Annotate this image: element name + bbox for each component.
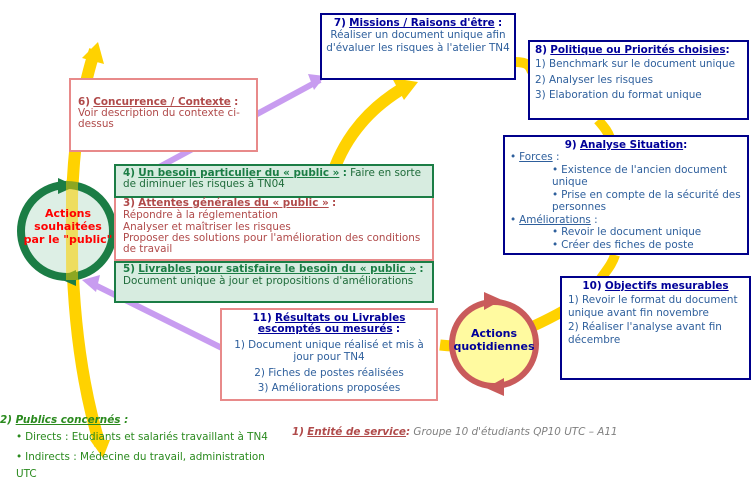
- box-3-item: Proposer des solutions pour l'améliorati…: [123, 232, 421, 255]
- box-8-item: 1) Benchmark sur le document unique: [535, 58, 735, 71]
- box-9-amelioration: Revoir le document unique: [552, 226, 742, 238]
- box-7-missions: 7) Missions / Raisons d'être : Réaliser …: [320, 13, 516, 80]
- box-4-text: Faire en sorte de diminuer les risques à…: [123, 167, 421, 191]
- box-2-item: Indirects : Médecine du travail, adminis…: [16, 449, 270, 482]
- box-7-text: Réaliser un document unique afin d'évalu…: [326, 29, 510, 54]
- box-6-concurrence: 6) Concurrence / Contexte : Voir descrip…: [69, 78, 258, 152]
- box-8-item: 3) Elaboration du format unique: [535, 89, 702, 102]
- purple-arrowhead-circle: [82, 275, 100, 292]
- box-3-attentes: 3) Attentes générales du « public » : Ré…: [114, 197, 434, 261]
- box-5-livrables: 5) Livrables pour satisfaire le besoin d…: [114, 261, 434, 303]
- box-5-text: Document unique à jour et propositions d…: [123, 274, 414, 287]
- box-9-force: Prise en compte de la sécurité des perso…: [552, 189, 742, 214]
- yellow-arrowhead-left-top: [82, 42, 104, 64]
- box-1-text: Groupe 10 d'étudiants QP10 UTC – A11: [413, 426, 618, 438]
- box-10-item: 1) Revoir le format du document unique a…: [568, 294, 738, 319]
- box-8-politique: 8) Politique ou Priorités choisies: 1) B…: [528, 40, 749, 120]
- box-4-besoin: 4) Un besoin particulier du « public » :…: [114, 164, 434, 198]
- box-3-item: Répondre à la réglementation: [123, 208, 279, 221]
- box-9-analyse: 9) Analyse Situation: Forces : Existence…: [503, 135, 749, 255]
- box-11-item: 2) Fiches de postes réalisées: [254, 366, 404, 379]
- box-9-amelioration: Créer des fiches de poste: [552, 239, 742, 251]
- box-2-publics: 2) Publics concernés : Directs : Etudian…: [0, 414, 270, 500]
- actions-souhaitees-label: Actions souhaitées par le "public": [23, 207, 113, 247]
- box-2-item: Directs : Etudiants et salariés travaill…: [16, 429, 270, 446]
- box-1-entite: 1) Entité de service: Groupe 10 d'étudia…: [292, 426, 618, 438]
- yellow-arrowhead-center: [392, 78, 418, 100]
- box-9-force: Existence de l'ancien document unique: [552, 164, 742, 189]
- box-10-item: 2) Réaliser l'analyse avant fin décembre: [568, 321, 722, 346]
- box-11-item: 3) Améliorations proposées: [257, 382, 401, 395]
- red-arrowhead-top: [484, 292, 502, 310]
- actions-quotidiennes-label: Actions quotidiennes: [453, 327, 535, 354]
- box-3-item: Analyser et maîtriser les risques: [123, 220, 291, 233]
- box-10-objectifs: 10) Objectifs mesurables 1) Revoir le fo…: [560, 276, 751, 380]
- red-arrowhead-bottom: [486, 378, 504, 396]
- box-8-item: 2) Analyser les risques: [535, 73, 654, 86]
- box-6-text: Voir description du contexte ci-dessus: [78, 107, 240, 131]
- box-11-item: 1) Document unique réalisé et mis à jour…: [234, 338, 424, 364]
- box-11-resultats: 11) Résultats ou Livrables escomptés ou …: [220, 308, 438, 401]
